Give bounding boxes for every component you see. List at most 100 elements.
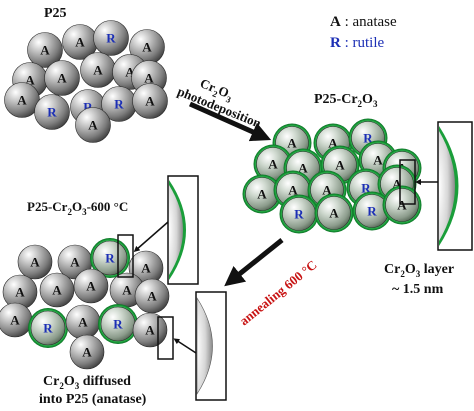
zoom-core-annealed-anatase (196, 296, 213, 396)
arrow-photodeposition (188, 101, 272, 142)
particle-body (69, 334, 105, 370)
particle-phase-label: A (75, 35, 85, 50)
particle-phase-label: R (294, 207, 304, 222)
particle-phase-label: R (114, 97, 124, 112)
particle-body (73, 268, 109, 304)
particle-anatase: A (17, 244, 53, 280)
particle-phase-label: A (40, 43, 50, 58)
zoom-core-annealed-rutile (169, 185, 183, 275)
particle-phase-label: A (30, 255, 40, 270)
particle-phase-label: A (287, 136, 297, 151)
particle-phase-label: A (52, 283, 62, 298)
particle-rutile: R (93, 20, 129, 56)
photodeposition-label: Cr2O3 photodeposition (175, 75, 264, 131)
legend: A : anatase R : rutile (330, 14, 397, 51)
particle-phase-label: A (298, 161, 308, 176)
particle-phase-label: A (268, 157, 278, 172)
particle-body (93, 20, 129, 56)
particle-body (132, 83, 168, 119)
legend-anatase: A : anatase (330, 14, 397, 30)
particle-phase-label: A (15, 285, 25, 300)
particle-phase-label: A (335, 158, 345, 173)
particle-phase-label: A (88, 118, 98, 133)
particle-phase-label: R (363, 131, 373, 146)
particle-phase-label: A (142, 40, 152, 55)
particle-anatase: A (44, 60, 80, 96)
particle-anatase: A (65, 304, 101, 340)
particle-rutile: R (34, 94, 70, 130)
particle-anatase-coated: A (382, 185, 422, 225)
zoom-callout-coated (399, 121, 473, 251)
particle-phase-label: A (288, 183, 298, 198)
particle-body (317, 196, 351, 230)
particle-phase-label: A (122, 283, 132, 298)
label-cr2o3-reagent: Cr2O3 (197, 75, 236, 105)
zoom-pointer-annealed-rutile (133, 221, 169, 252)
particle-rutile-coated: R (279, 194, 319, 234)
particle-phase-label: A (145, 323, 155, 338)
particle-anatase-coated: A (314, 193, 354, 233)
particle-phase-label: A (328, 136, 338, 151)
particle-phase-label: A (329, 206, 339, 221)
particle-anatase: A (75, 107, 111, 143)
particle-anatase: A (39, 272, 75, 308)
particle-body (75, 107, 111, 143)
particle-anatase: A (0, 302, 33, 338)
particle-phase-label: R (113, 317, 123, 332)
particle-phase-label: A (145, 94, 155, 109)
particle-body (39, 272, 75, 308)
particle-anatase: A (27, 32, 63, 68)
zoom-box-annealed-anatase (157, 316, 174, 360)
particle-anatase-coated: A (242, 174, 282, 214)
label-cr2o3-diffused: Cr2O3 diffused (43, 374, 131, 391)
particle-phase-label: A (144, 71, 154, 86)
particle-body (30, 310, 66, 346)
particle-phase-label: R (105, 251, 115, 266)
zoom-core-coated (439, 131, 455, 241)
particle-phase-label: A (147, 289, 157, 304)
label-p25: P25 (44, 6, 67, 21)
particle-phase-label: A (10, 313, 20, 328)
particle-anatase: A (80, 52, 116, 88)
zoom-pointer-annealed-anatase (173, 338, 197, 354)
particle-anatase: A (132, 83, 168, 119)
particle-phase-label: R (83, 100, 93, 115)
particle-phase-label: A (392, 177, 402, 192)
particle-anatase: A (132, 312, 168, 348)
particle-body (27, 32, 63, 68)
particle-anatase: A (134, 278, 170, 314)
particle-rutile-coated: R (98, 304, 138, 344)
label-p25-cr2o3: P25-Cr2O3 (314, 92, 378, 109)
particle-rutile-coated: R (352, 191, 392, 231)
particle-body (17, 244, 53, 280)
label-p25-cr2o3-600c: P25-Cr2O3-600 °C (27, 199, 128, 217)
label-cr2o3-layer: Cr2O3 layer (384, 262, 454, 279)
particle-phase-label: A (78, 315, 88, 330)
particle-phase-label: A (322, 183, 332, 198)
particle-rutile-coated: R (28, 308, 68, 348)
zoom-callout-annealed-anatase (157, 291, 227, 401)
particle-phase-label: A (25, 73, 35, 88)
particle-phase-label: A (397, 198, 407, 213)
particle-phase-label: A (70, 255, 80, 270)
particle-anatase: A (73, 268, 109, 304)
particle-anatase: A (69, 334, 105, 370)
particle-phase-label: A (141, 261, 151, 276)
arrow-annealing (224, 238, 284, 287)
particle-phase-label: R (367, 204, 377, 219)
particle-phase-label: R (43, 321, 53, 336)
legend-rutile: R : rutile (330, 35, 385, 51)
particle-phase-label: A (82, 345, 92, 360)
particle-phase-label: A (373, 153, 383, 168)
label-into-p25: into P25 (anatase) (39, 392, 147, 407)
particle-phase-label: A (93, 63, 103, 78)
particle-phase-label: R (47, 105, 57, 120)
particle-phase-label: R (106, 31, 116, 46)
particle-body (385, 188, 419, 222)
particle-body (44, 60, 80, 96)
zoom-box-annealed-rutile (117, 234, 134, 278)
label-thickness: ~ 1.5 nm (392, 282, 444, 297)
zoom-callout-annealed-rutile (117, 175, 199, 285)
particle-phase-label: A (86, 279, 96, 294)
